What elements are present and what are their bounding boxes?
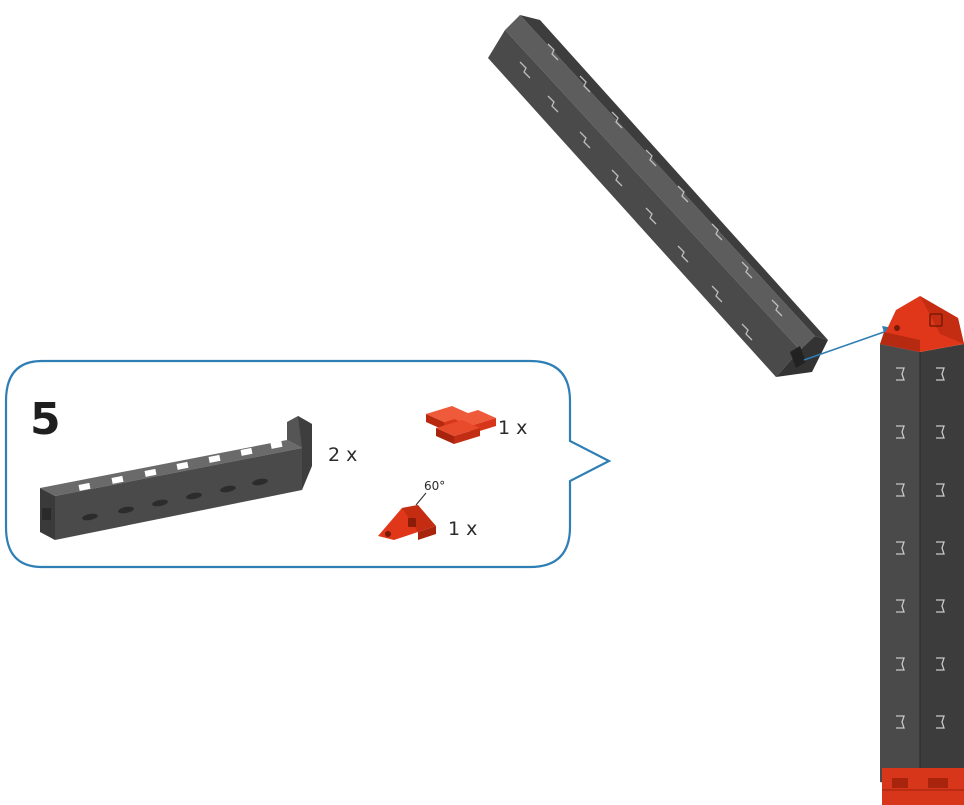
block-quantity: 2 x: [328, 444, 357, 466]
vertical-column: [880, 296, 964, 805]
building-block-30-part: [40, 416, 312, 540]
connector-part: [426, 406, 496, 444]
step-number: 5: [30, 394, 61, 445]
angle-block-quantity: 1 x: [448, 518, 477, 540]
connector-quantity: 1 x: [498, 417, 527, 439]
angle-label: 60°: [424, 479, 445, 493]
diagonal-beam: [488, 15, 828, 377]
top-angle-block: [880, 296, 964, 352]
angle-block-part: [378, 492, 436, 540]
parts-callout: 5: [4, 359, 612, 569]
bottom-connector: [882, 768, 964, 805]
